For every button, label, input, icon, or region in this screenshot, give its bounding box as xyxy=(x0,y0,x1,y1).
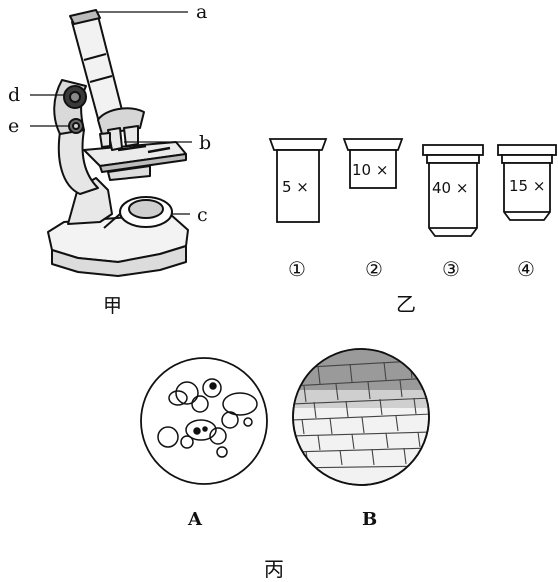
panel-label-jia: 甲 xyxy=(103,295,122,317)
eyepiece-2 xyxy=(342,138,404,189)
lens-4-magnification: 15 × xyxy=(509,177,545,195)
label-d: d xyxy=(8,84,20,106)
lens-1-magnification: 5 × xyxy=(282,178,309,196)
lens-3-number: ③ xyxy=(442,257,460,281)
label-e: e xyxy=(8,115,19,137)
label-a: a xyxy=(196,1,207,23)
objective-4 xyxy=(497,144,557,221)
lens-3-magnification: 40 × xyxy=(432,179,468,197)
eyepiece-1 xyxy=(268,138,328,223)
lens-2-number: ② xyxy=(365,257,383,281)
label-c: c xyxy=(197,204,208,226)
view-a-bubbles xyxy=(157,378,258,458)
microscope-drawing xyxy=(47,9,189,277)
lens-2-magnification: 10 × xyxy=(352,161,388,179)
panel-label-bing: 丙 xyxy=(264,557,284,581)
lens-4-number: ④ xyxy=(517,257,535,281)
panel-label-yi: 乙 xyxy=(396,292,416,316)
label-b: b xyxy=(199,132,211,154)
microscope-leaders xyxy=(30,11,192,215)
view-a-label: A xyxy=(187,509,203,530)
view-a-field xyxy=(140,357,268,485)
objective-3 xyxy=(422,144,484,237)
view-b-field xyxy=(292,348,430,486)
lens-1-number: ① xyxy=(288,257,306,281)
view-b-label: B xyxy=(362,509,377,530)
